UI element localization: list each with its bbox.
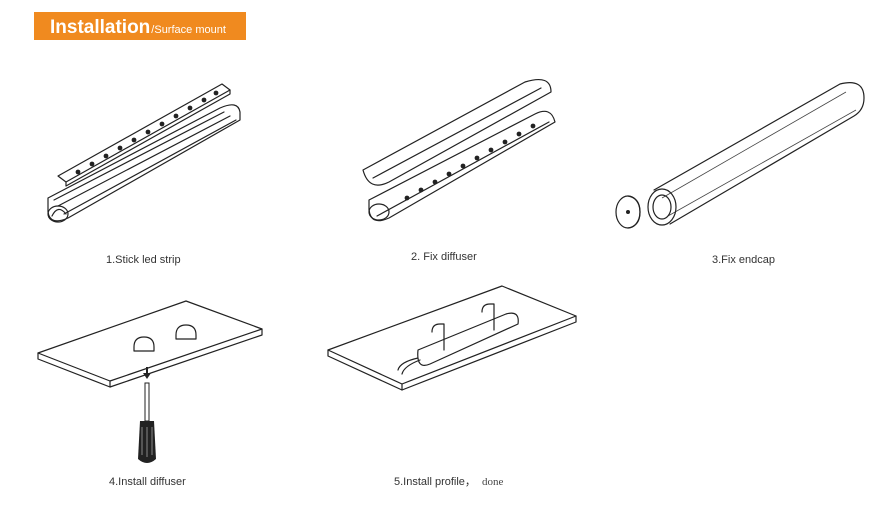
step1-caption: 1.Stick led strip (106, 254, 181, 266)
section-header: Installation /Surface mount (34, 12, 246, 40)
step5-caption-done: done (481, 476, 504, 488)
step5-caption-text: 5.Install profile， (394, 476, 476, 488)
step5-caption: 5.Install profile， done (394, 473, 503, 489)
step3-illustration (615, 82, 865, 229)
section-title: Installation (50, 17, 151, 38)
step3-caption: 3.Fix endcap (712, 254, 775, 266)
step2-caption: 2. Fix diffuser (411, 251, 477, 263)
step2-illustration (362, 79, 556, 222)
step4-caption: 4.Install diffuser (109, 476, 186, 488)
step1-illustration (47, 83, 241, 223)
section-subtitle: /Surface mount (151, 24, 226, 36)
step4-illustration (37, 300, 263, 463)
step5-illustration (327, 285, 577, 391)
